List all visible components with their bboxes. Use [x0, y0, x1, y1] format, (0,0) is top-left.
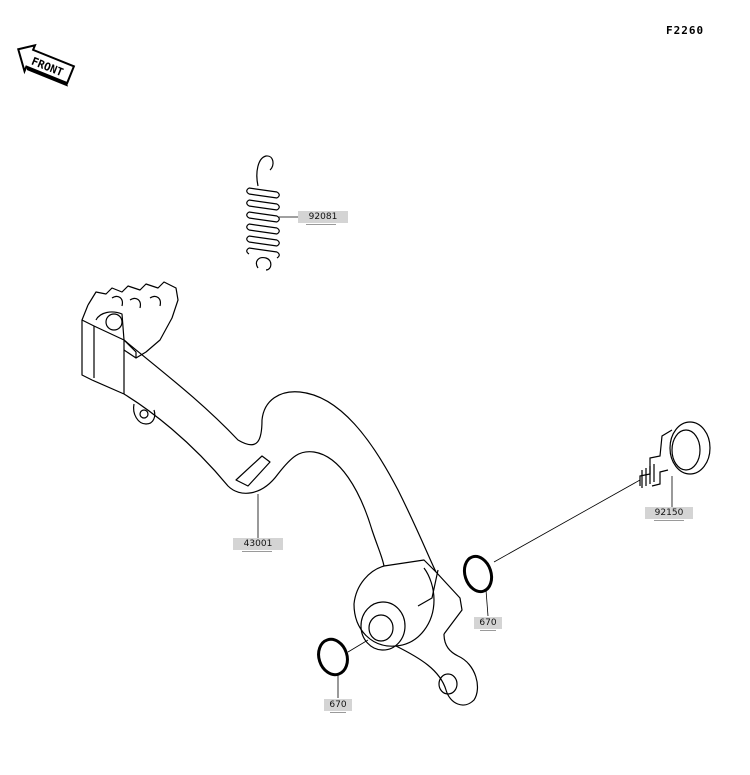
part-label-pedal[interactable]: 43001 — [233, 538, 283, 550]
part-label-oring-right[interactable]: 670 — [474, 617, 502, 629]
part-label-underline — [330, 712, 346, 713]
part-label-underline — [654, 520, 684, 521]
oring-left-part — [317, 637, 369, 698]
part-label-underline — [480, 630, 496, 631]
part-label-underline — [242, 551, 272, 552]
bolt-part — [493, 421, 711, 563]
part-label-oring-left[interactable]: 670 — [324, 699, 352, 711]
front-arrow-icon: FRONT — [17, 43, 76, 87]
brake-pedal-part — [81, 281, 479, 706]
part-label-underline — [306, 224, 336, 225]
diagram-code: F2260 — [666, 24, 705, 37]
oring-right-part — [462, 554, 494, 617]
part-label-bolt[interactable]: 92150 — [645, 507, 693, 519]
part-label-spring[interactable]: 92081 — [298, 211, 348, 223]
spring-part — [246, 155, 298, 271]
